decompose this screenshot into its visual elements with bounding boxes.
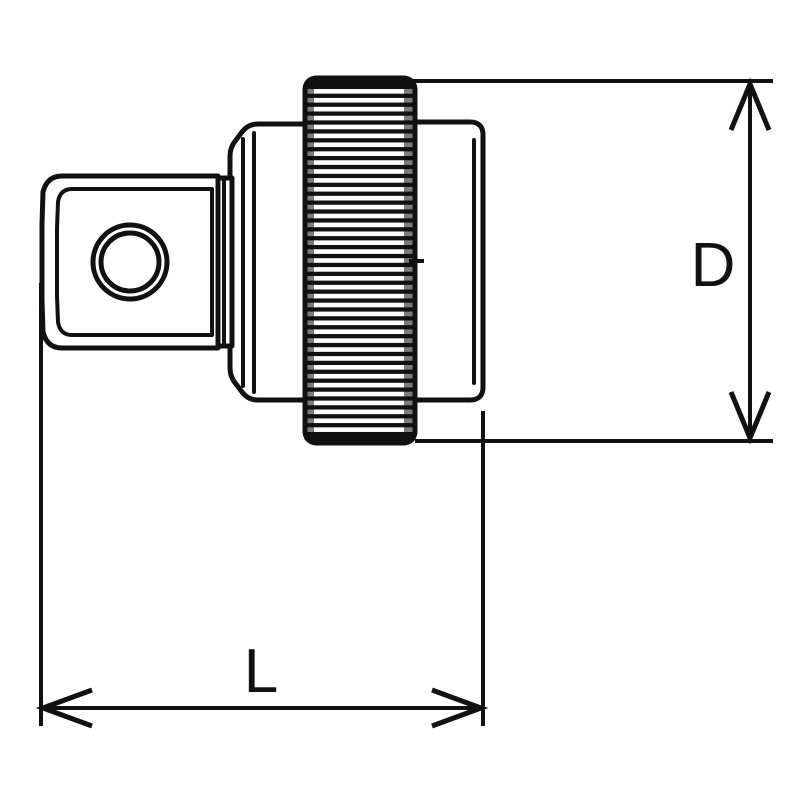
knurl-left-shade: [305, 78, 314, 443]
knurl-ridge: [305, 249, 415, 254]
d-arrow-top: [728, 77, 772, 131]
knurl-ridge: [305, 302, 415, 308]
knurl-ridge: [305, 275, 415, 281]
knurl-ridges: [305, 78, 415, 443]
knurl-ridge: [305, 142, 415, 148]
knurl-ridge: [305, 418, 415, 424]
l-arrow-left: [35, 687, 93, 729]
knurl-ridge: [305, 284, 415, 290]
knurl-ridge: [305, 293, 415, 299]
knurl-ridge: [305, 338, 415, 343]
knurl-ridge: [305, 267, 415, 272]
knurl-ridge: [305, 204, 415, 210]
knurl-ridge: [305, 329, 415, 335]
knurl-ridge: [305, 347, 415, 352]
knurl-ridge: [305, 409, 415, 415]
knurl-ridge: [305, 356, 415, 361]
knurl-ridge: [305, 151, 415, 156]
dimension-lines: [35, 77, 772, 729]
knurl-ridge: [305, 231, 415, 237]
knurl-ridge: [305, 258, 415, 263]
knurled-sleeve-edge: [302, 75, 418, 446]
knurl-ridge: [305, 186, 415, 192]
knurl-ridge: [305, 213, 415, 219]
knurl-ridge: [305, 427, 415, 432]
dimension-extension-lines: [39, 79, 773, 726]
knurl-ridge: [305, 89, 415, 94]
knurl-ridge: [305, 106, 415, 112]
knurl-ridge: [305, 365, 415, 370]
collar-outer-profile: [227, 121, 315, 403]
knurl-ridge: [305, 222, 415, 228]
knurl-ridge: [305, 400, 415, 406]
knurl-ridge: [305, 195, 415, 201]
knurl-ridge: [305, 240, 415, 246]
knurl-top-cap: [305, 78, 415, 88]
detent-ball-hole-inner: [98, 230, 162, 294]
knurl-ridge: [305, 169, 415, 174]
l-arrow-right: [431, 687, 489, 729]
knurl-ridge: [305, 124, 415, 130]
knurl-bottom-cap: [305, 433, 415, 443]
knurl-ridge: [305, 311, 415, 317]
knurl-ridge: [305, 133, 415, 139]
main-body-outline: [405, 119, 486, 403]
d-arrow-bottom: [728, 391, 772, 445]
dimension-label-l: L: [244, 637, 278, 706]
dimension-label-d: D: [691, 231, 736, 300]
knurl-ridge: [305, 160, 415, 165]
knurl-ridge: [305, 115, 415, 121]
knurl-ridge: [305, 97, 415, 103]
knurl-ridge: [305, 178, 415, 183]
knurl-ridge: [305, 373, 415, 379]
knurl-ridge: [305, 320, 415, 326]
knurl-ridge: [305, 391, 415, 397]
knurl-ridge: [305, 382, 415, 388]
